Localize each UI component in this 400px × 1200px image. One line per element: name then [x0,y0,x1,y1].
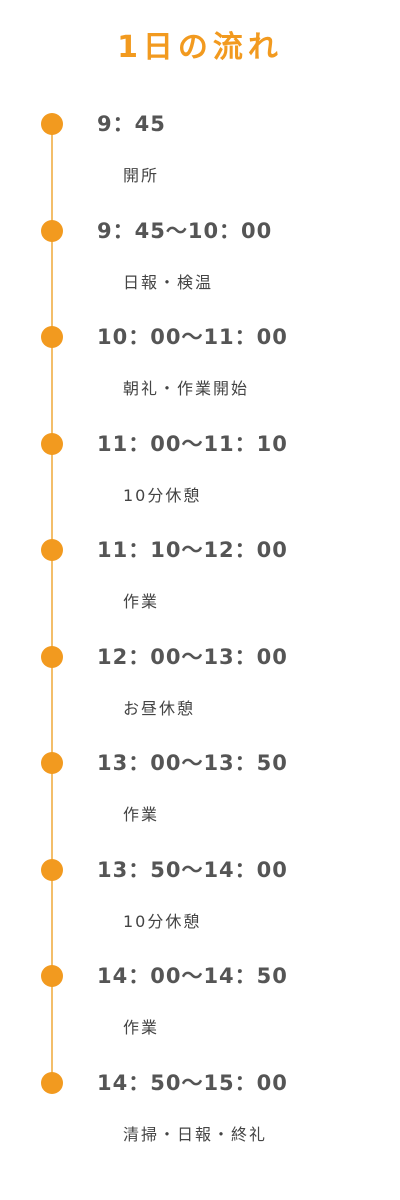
timeline-item: 14：00～14：50 作業 [0,964,400,1082]
item-time: 14：00～14：50 [97,964,288,988]
item-activity: 作業 [123,805,160,824]
item-time: 9：45～10：00 [97,218,273,243]
timeline-dot [41,326,63,348]
timeline-dot [41,752,63,774]
item-activity: 朝礼・作業開始 [123,379,250,398]
item-time: 12：00～13：00 [97,644,288,669]
timeline-item: 11：10～12：00 作業 [0,538,400,656]
timeline-item: 11：00～11：10 10分休憩 [0,432,400,550]
timeline-item: 9：45 開所 [0,112,400,230]
item-time: 13：00～13：50 [97,751,288,775]
timeline-dot [41,113,63,135]
item-activity: 10分休憩 [123,485,202,505]
timeline-item: 14：50～15：00 清掃・日報・終礼 [0,1071,400,1189]
timeline-item: 9：45～10：00 日報・検温 [0,219,400,337]
item-activity: 作業 [123,1018,160,1037]
timeline-dot [41,645,63,668]
timeline-item: 10：00～11：00 朝礼・作業開始 [0,325,400,443]
item-activity: 作業 [123,592,160,611]
item-activity: お昼休憩 [123,698,196,718]
timeline-dot [41,965,63,987]
item-time: 9：45 [97,112,166,136]
item-time: 10：00～11：00 [97,325,288,349]
timeline-dot [41,432,63,455]
page-title: 1日の流れ [117,30,283,65]
timeline-dot [41,1071,63,1094]
timeline-dot [41,858,63,881]
timeline-line [51,124,53,1082]
timeline-item: 13：00～13：50 作業 [0,751,400,869]
item-time: 13：50～14：00 [97,857,288,882]
item-time: 11：00～11：10 [97,431,288,456]
item-activity: 開所 [123,166,160,185]
item-time: 11：10～12：00 [97,538,288,562]
timeline-item: 13：50～14：00 10分休憩 [0,858,400,976]
item-activity: 日報・検温 [123,272,214,292]
timeline-dot [41,539,63,561]
item-activity: 10分休憩 [123,911,202,931]
timeline-item: 12：00～13：00 お昼休憩 [0,645,400,763]
timeline-dot [41,219,63,242]
item-time: 14：50～15：00 [97,1070,288,1095]
item-activity: 清掃・日報・終礼 [123,1124,268,1144]
